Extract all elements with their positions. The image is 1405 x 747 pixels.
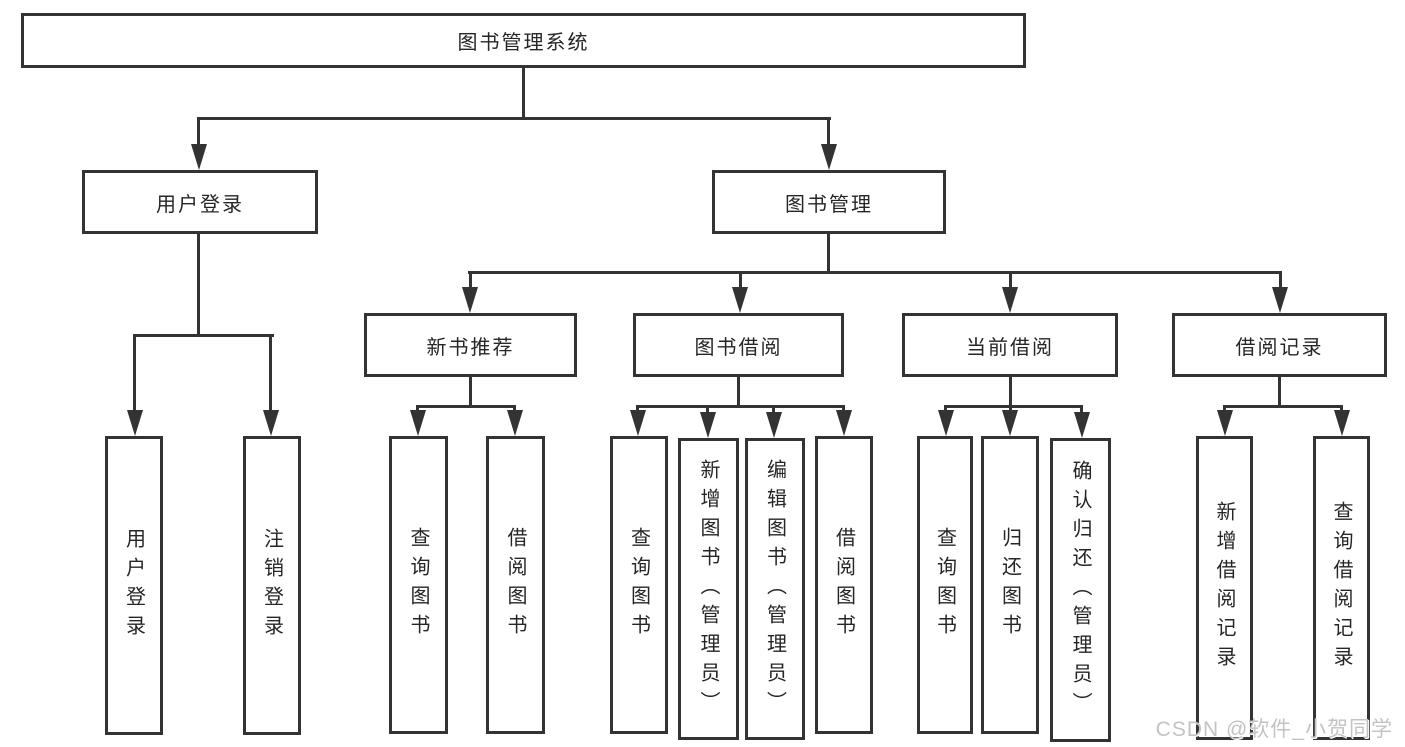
node-current-borrowing: 当前借阅 <box>902 313 1118 377</box>
node-book-borrowing: 图书借阅 <box>633 313 844 377</box>
leaf-nbr-query-books: 查询图书 <box>389 436 448 734</box>
connector-line <box>827 117 830 147</box>
leaf-cb-return-books: 归还图书 <box>981 436 1039 734</box>
leaf-bb-add-books-admin: 新增图书（管理员） <box>678 438 739 740</box>
connector-line <box>944 405 947 413</box>
connector-line <box>1008 271 1012 289</box>
connector-line <box>738 271 742 289</box>
connector-line <box>416 405 419 413</box>
connector-line <box>468 271 472 289</box>
leaf-br-query-borrow-record: 查询借阅记录 <box>1313 436 1370 740</box>
watermark-text: CSDN @软件_小贺同学 <box>1155 718 1393 741</box>
connector-arrowhead <box>732 287 748 313</box>
connector-arrowhead <box>1333 410 1350 436</box>
connector-line <box>133 334 274 337</box>
connector-line <box>636 405 639 413</box>
connector-line <box>197 117 831 120</box>
node-borrowing-records: 借阅记录 <box>1172 313 1387 377</box>
connector-arrowhead <box>263 410 279 436</box>
connector-line <box>197 117 200 147</box>
connector-line <box>1340 405 1343 413</box>
connector-arrowhead <box>462 287 478 313</box>
connector-arrowhead <box>820 144 837 170</box>
connector-arrowhead <box>1272 287 1288 313</box>
connector-line <box>772 405 775 413</box>
connector-arrowhead <box>190 144 207 170</box>
connector-line <box>197 234 200 337</box>
leaf-cb-confirm-return-admin: 确认归还（管理员） <box>1050 438 1111 742</box>
connector-line <box>468 376 472 407</box>
connector-arrowhead <box>835 410 852 436</box>
connector-arrowhead <box>1216 410 1233 436</box>
connector-line <box>1008 376 1012 412</box>
leaf-logout-login: 注销登录 <box>243 436 301 735</box>
node-library-management-system: 图书管理系统 <box>21 13 1026 68</box>
connector-line <box>133 334 136 412</box>
leaf-nbr-borrow-books: 借阅图书 <box>486 436 545 734</box>
leaf-bb-edit-books-admin: 编辑图书（管理员） <box>745 438 805 740</box>
connector-arrowhead <box>1073 412 1090 438</box>
connector-arrowhead <box>506 410 523 436</box>
connector-line <box>1278 376 1281 407</box>
connector-line <box>1080 405 1083 413</box>
connector-line <box>1278 271 1282 289</box>
connector-arrowhead <box>629 410 646 436</box>
connector-line <box>842 405 845 413</box>
connector-arrowhead <box>126 410 143 436</box>
leaf-cb-query-books: 查询图书 <box>917 436 973 734</box>
connector-line <box>737 376 740 407</box>
connector-line <box>944 405 1083 408</box>
connector-line <box>1223 405 1226 413</box>
connector-arrowhead <box>937 410 954 436</box>
connector-line <box>416 405 516 408</box>
node-new-book-recommendation: 新书推荐 <box>364 313 577 377</box>
leaf-bb-query-books: 查询图书 <box>610 436 668 734</box>
connector-line <box>706 405 709 413</box>
connector-line <box>827 234 830 274</box>
connector-arrowhead <box>699 412 716 438</box>
connector-line <box>468 271 1282 274</box>
connector-arrowhead <box>1002 287 1018 313</box>
leaf-user-login: 用户登录 <box>105 436 163 735</box>
connector-arrowhead <box>1002 410 1018 436</box>
connector-arrowhead <box>409 410 426 436</box>
connector-line <box>636 405 845 408</box>
connector-line <box>522 68 525 120</box>
connector-arrowhead <box>765 412 782 438</box>
leaf-br-add-borrow-record: 新增借阅记录 <box>1196 436 1253 740</box>
connector-line <box>269 334 272 412</box>
node-book-management: 图书管理 <box>712 170 946 234</box>
connector-line <box>1223 405 1343 408</box>
node-user-login: 用户登录 <box>82 170 318 234</box>
connector-line <box>513 405 516 413</box>
leaf-bb-borrow-books: 借阅图书 <box>815 436 873 734</box>
